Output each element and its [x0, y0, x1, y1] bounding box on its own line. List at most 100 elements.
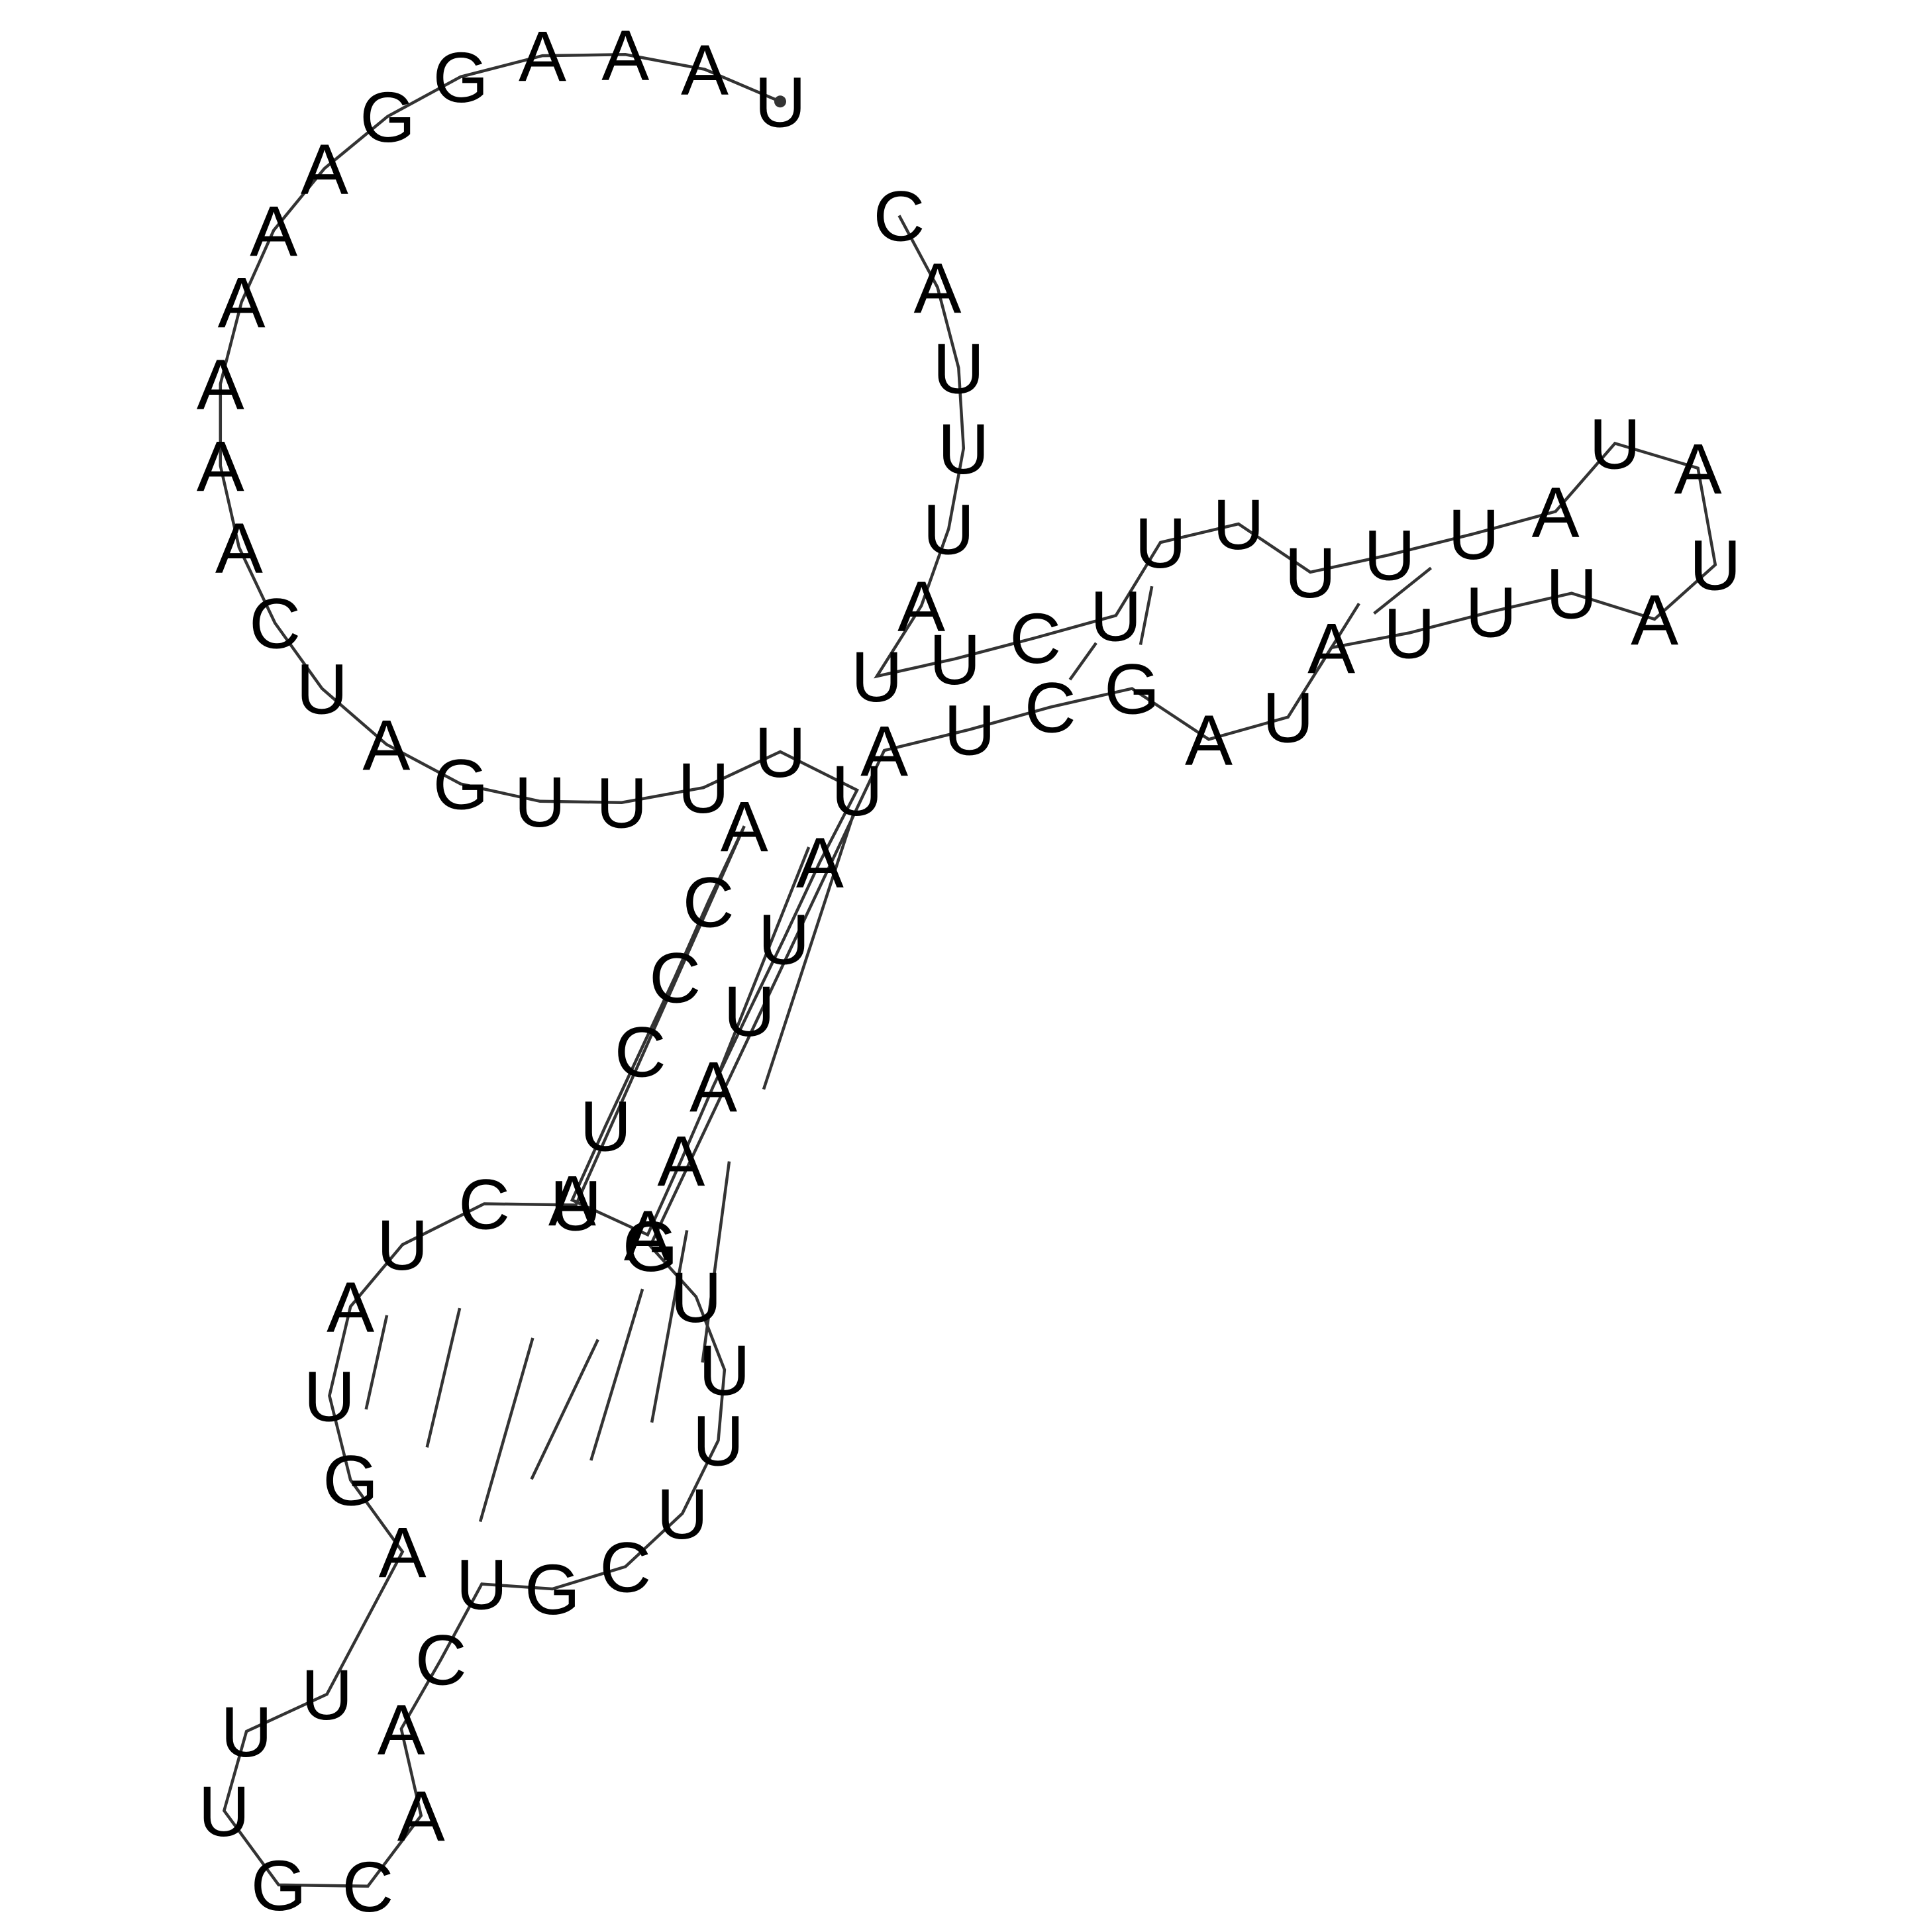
- nucleotide-label: A: [1674, 429, 1722, 509]
- nucleotide-label: G: [623, 1206, 678, 1286]
- nucleotide-label: U: [723, 971, 775, 1051]
- nucleotide-label: A: [681, 30, 729, 110]
- nucleotide-label: G: [433, 744, 489, 825]
- nucleotide-label: A: [601, 15, 649, 95]
- base-pair-bond: [717, 846, 811, 1076]
- nucleotide-label: U: [596, 763, 648, 843]
- nucleotide-label: A: [197, 426, 244, 506]
- nucleotide-label: U: [933, 328, 984, 408]
- nucleotide-label: C: [249, 584, 301, 664]
- base-pair-bonds: [364, 566, 1433, 1523]
- nucleotide-label: A: [378, 1689, 425, 1769]
- nucleotide-label: C: [649, 937, 701, 1017]
- nucleotide-label: A: [913, 248, 961, 328]
- base-pair-bond: [530, 1339, 599, 1480]
- base-pair-bond: [425, 1307, 462, 1448]
- nucleotide-label: U: [1589, 403, 1641, 483]
- nucleotide-label: A: [897, 566, 945, 646]
- nucleotide-label: U: [938, 409, 990, 489]
- nucleotide-label: A: [548, 1160, 596, 1241]
- nucleotide-label: U: [1364, 515, 1415, 595]
- nucleotide-label: U: [198, 1771, 250, 1851]
- base-pair-bond: [701, 1161, 731, 1363]
- nucleotide-label: C: [342, 1847, 393, 1927]
- nucleotide-label: A: [1631, 580, 1678, 660]
- nucleotide-label: G: [360, 77, 415, 157]
- nucleotide-label: U: [514, 762, 566, 842]
- nucleotide-label: A: [397, 1776, 445, 1856]
- nucleotide-label: U: [678, 748, 729, 828]
- nucleotide-label: A: [197, 344, 244, 425]
- nucleotide-label: U: [1090, 576, 1142, 656]
- base-pair-bond: [1373, 566, 1433, 615]
- nucleotide-label: U: [1448, 494, 1500, 574]
- nucleotide-label: A: [1185, 699, 1233, 780]
- nucleotide-label: U: [758, 899, 810, 979]
- nucleotide-label: C: [1025, 668, 1076, 748]
- nucleotide-label: G: [251, 1845, 307, 1925]
- base-pair-bond: [1317, 603, 1360, 670]
- nucleotide-label: U: [301, 1654, 353, 1735]
- nucleotide-label: A: [519, 16, 566, 96]
- nucleotide-label: U: [296, 649, 348, 729]
- rna-backbone: [219, 53, 1717, 1888]
- nucleotide-label: C: [683, 862, 735, 942]
- nucleotide-label: G: [1104, 649, 1160, 729]
- nucleotide-label: A: [362, 705, 410, 785]
- nucleotide-label: U: [377, 1205, 429, 1285]
- nucleotide-label: A: [379, 1512, 427, 1592]
- nucleotide-label: U: [456, 1545, 507, 1625]
- nucleotide-label: U: [831, 750, 883, 831]
- five-prime-end-marker: [774, 95, 786, 108]
- nucleotide-label: U: [699, 1330, 750, 1410]
- nucleotide-label: A: [215, 508, 263, 588]
- base-pair-bond: [478, 1337, 534, 1523]
- base-pair-bond: [762, 812, 856, 1090]
- nucleotide-label: U: [851, 636, 903, 717]
- nucleotide-label: U: [1135, 503, 1186, 583]
- nucleotide-label: U: [923, 489, 974, 569]
- nucleotide-label: C: [415, 1620, 467, 1700]
- nucleotide-label: U: [221, 1692, 272, 1772]
- nucleotide-label: U: [550, 1165, 602, 1245]
- nucleotide-label: C: [599, 1527, 651, 1607]
- nucleotide-label: U: [1465, 572, 1517, 652]
- nucleotide-label: U: [1262, 678, 1314, 758]
- nucleotide-label: U: [1384, 593, 1435, 674]
- nucleotide-label: A: [301, 128, 348, 209]
- nucleotide-label: A: [721, 786, 768, 866]
- base-pair-bond: [589, 1288, 644, 1461]
- nucleotide-label: U: [1546, 554, 1598, 634]
- nucleotide-label: U: [656, 1474, 708, 1554]
- nucleotide-label: U: [1284, 533, 1336, 613]
- nucleotide-label: G: [433, 37, 489, 117]
- nucleotide-label: A: [1307, 608, 1355, 688]
- nucleotide-label: A: [1532, 472, 1580, 552]
- nucleotide-label: U: [1690, 525, 1741, 605]
- nucleotide-label: C: [615, 1012, 666, 1092]
- nucleotide-label: A: [796, 822, 844, 902]
- nucleotide-label: G: [525, 1549, 580, 1629]
- nucleotide-label: C: [458, 1164, 510, 1245]
- base-pair-bond: [364, 1315, 389, 1410]
- nucleotide-label: U: [580, 1086, 631, 1166]
- nucleotide-label: U: [303, 1356, 355, 1436]
- nucleotide-label: G: [323, 1441, 378, 1521]
- nucleotide-label: A: [327, 1267, 374, 1347]
- nucleotide-label: C: [1009, 598, 1061, 678]
- nucleotide-label: A: [218, 262, 266, 342]
- nucleotide-label: U: [944, 689, 995, 770]
- nucleotide-label: U: [1213, 484, 1264, 564]
- nucleotide-label: A: [624, 1195, 672, 1275]
- base-pair-bond: [1139, 585, 1154, 645]
- nucleotide-label: A: [250, 191, 297, 271]
- nucleotide-label: C: [874, 176, 925, 256]
- nucleotide-label: A: [689, 1046, 737, 1127]
- nucleotide-label: A: [860, 711, 908, 791]
- base-pair-bond: [1068, 642, 1097, 681]
- base-pair-bond: [650, 1230, 689, 1423]
- nucleotide-label: U: [754, 712, 806, 792]
- nucleotide-label: U: [693, 1401, 744, 1481]
